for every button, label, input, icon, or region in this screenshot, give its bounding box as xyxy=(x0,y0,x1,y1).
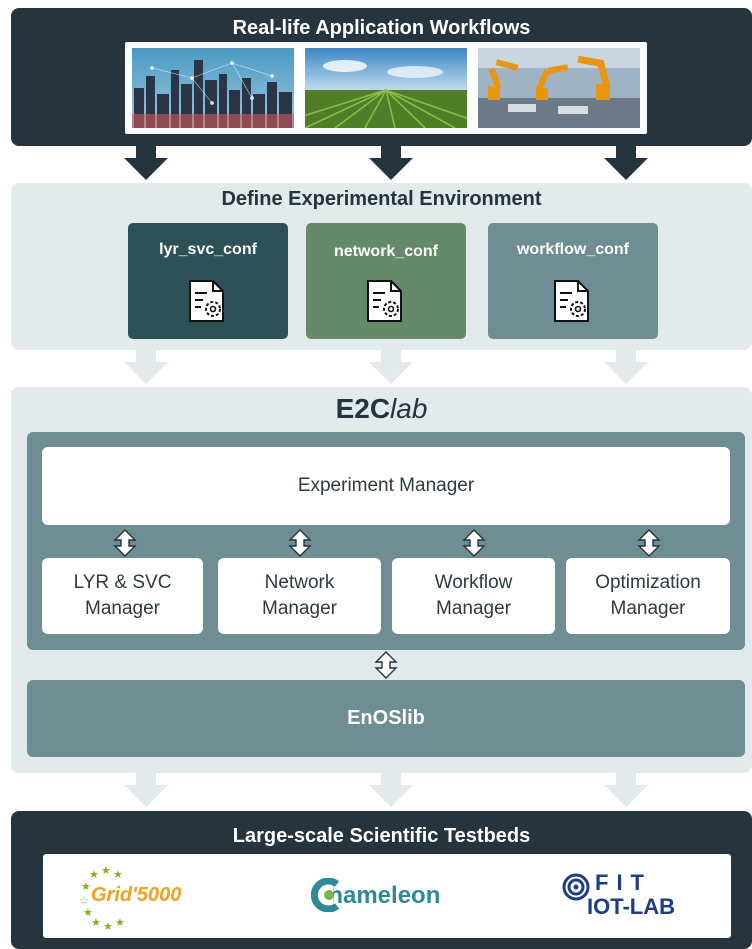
network-conf-card[interactable]: network_conf xyxy=(306,223,466,339)
e2clab-core: Experiment Manager LYR & SVC Manager Net… xyxy=(27,432,745,650)
lyr-svc-manager-box[interactable]: LYR & SVC Manager xyxy=(42,558,203,634)
fit-swirl-icon xyxy=(562,873,590,901)
svg-text:★: ★ xyxy=(91,916,101,929)
light-arrows-2 xyxy=(0,773,752,809)
manager-line2: Manager xyxy=(610,598,686,619)
config-file-icon xyxy=(554,280,589,322)
dark-arrows xyxy=(0,146,752,182)
manager-line1: Workflow xyxy=(434,572,513,593)
arrow-down-icon xyxy=(369,773,413,807)
arrow-down-icon xyxy=(604,146,648,180)
industrial-robots-image xyxy=(478,48,640,128)
arrow-down-icon xyxy=(124,773,168,807)
e2clab-title: E2Clab xyxy=(11,393,752,425)
workflows-panel: Real-life Application Workflows xyxy=(11,8,752,146)
svg-text:★: ★ xyxy=(103,920,113,932)
manager-line2: Manager xyxy=(262,598,337,619)
e2clab-title-italic: lab xyxy=(390,393,428,424)
testbeds-logo-strip: ★★★ ★☆★ ★★★ Grid'5000 Chameleon FIT xyxy=(43,854,731,938)
farm-field-image xyxy=(305,48,467,128)
testbeds-panel: Large-scale Scientific Testbeds ★★★ ★☆★ … xyxy=(11,811,752,949)
smart-city-image xyxy=(132,48,294,128)
svg-text:★: ★ xyxy=(115,916,125,929)
bidirectional-arrow-icon xyxy=(113,529,137,557)
manager-line2: Manager xyxy=(85,598,160,619)
svg-text:★: ★ xyxy=(81,880,91,893)
manager-line1: Network xyxy=(264,572,335,593)
fit-iotlab-logo[interactable]: FIT IOT-LAB xyxy=(561,868,701,928)
lyr-svc-conf-card[interactable]: lyr_svc_conf xyxy=(128,223,288,339)
light-arrows-1 xyxy=(0,350,752,386)
bidirectional-arrow-icon xyxy=(288,529,312,557)
config-file-icon xyxy=(367,280,402,322)
fit-text: FIT xyxy=(595,870,652,895)
experiment-manager-box[interactable]: Experiment Manager xyxy=(42,447,730,525)
chameleon-c-icon xyxy=(311,878,340,912)
arrow-down-icon xyxy=(124,350,168,384)
grid5000-text: Grid'5000 xyxy=(91,884,182,906)
define-environment-panel: Define Experimental Environment lyr_svc_… xyxy=(11,183,752,350)
bidirectional-arrow-icon xyxy=(462,529,486,557)
config-label: workflow_conf xyxy=(516,241,629,258)
svg-text:★: ★ xyxy=(101,864,111,877)
optimization-manager-box[interactable]: Optimization Manager xyxy=(566,558,730,634)
define-environment-title: Define Experimental Environment xyxy=(221,188,542,210)
chameleon-text: Chameleon xyxy=(311,882,441,909)
e2clab-panel: E2Clab Experiment Manager LYR & SVC Mana… xyxy=(11,387,752,773)
chameleon-logo[interactable]: Chameleon xyxy=(311,874,481,918)
manager-line1: LYR & SVC xyxy=(73,572,172,593)
svg-text:★: ★ xyxy=(83,906,93,919)
bidirectional-arrow-icon xyxy=(637,529,661,557)
grid5000-logo[interactable]: ★★★ ★☆★ ★★★ Grid'5000 xyxy=(73,862,223,932)
svg-text:☆: ☆ xyxy=(79,894,89,907)
manager-line2: Manager xyxy=(436,598,511,619)
bidirectional-arrow-icon xyxy=(374,651,398,679)
arrow-down-icon xyxy=(604,350,648,384)
workflow-manager-box[interactable]: Workflow Manager xyxy=(392,558,555,634)
manager-line1: Optimization xyxy=(595,572,701,593)
arrow-down-icon xyxy=(369,350,413,384)
arrow-down-icon xyxy=(604,773,648,807)
testbeds-title: Large-scale Scientific Testbeds xyxy=(232,825,531,847)
eu-stars-icon: ★★★ ★☆★ ★★★ xyxy=(79,864,125,932)
e2clab-title-bold: E2C xyxy=(335,393,391,424)
workflow-conf-card[interactable]: workflow_conf xyxy=(488,223,658,339)
manager-link-arrows xyxy=(113,529,661,557)
svg-text:★: ★ xyxy=(89,868,99,881)
config-label: lyr_svc_conf xyxy=(159,241,257,258)
enoslib-box[interactable]: EnOSlib xyxy=(27,680,745,757)
arrow-down-icon xyxy=(124,146,168,180)
network-manager-box[interactable]: Network Manager xyxy=(218,558,381,634)
workflows-image-strip xyxy=(125,42,647,134)
workflows-title: Real-life Application Workflows xyxy=(232,17,531,39)
config-label: network_conf xyxy=(333,243,438,260)
config-file-icon xyxy=(189,280,224,322)
arrow-down-icon xyxy=(369,146,413,180)
iotlab-text: IOT-LAB xyxy=(587,894,675,919)
svg-text:★: ★ xyxy=(113,868,123,881)
